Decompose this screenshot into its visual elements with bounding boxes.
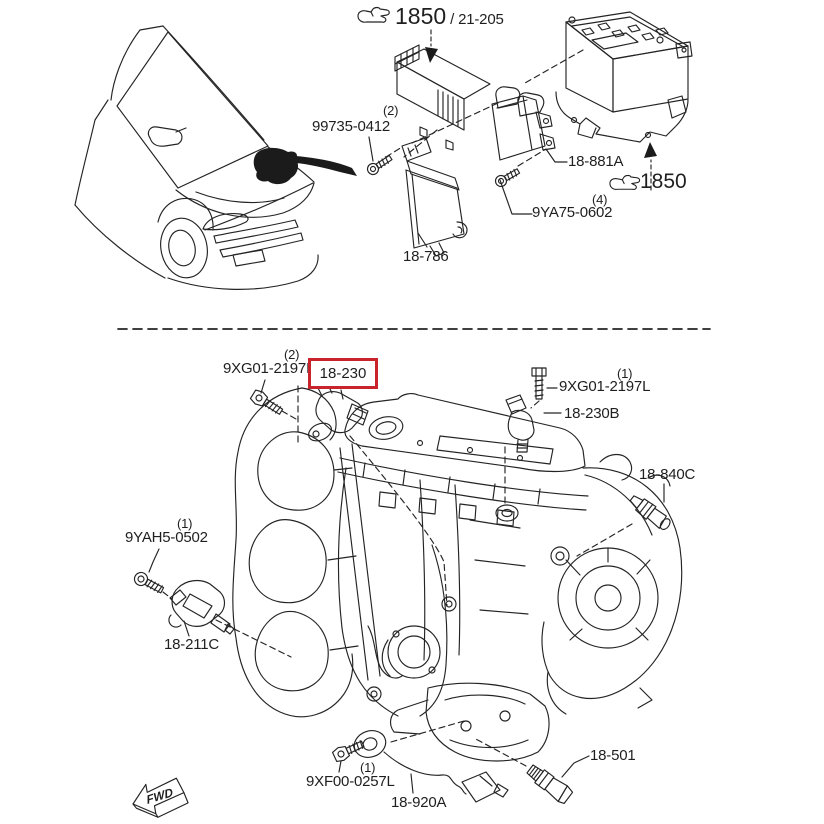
part-code: 1850 bbox=[395, 3, 447, 29]
callout-control-module: 18-881A bbox=[568, 153, 624, 170]
callout-cam-bolt-right: 9XG01-2197L bbox=[559, 378, 651, 395]
callout-cam-sensor-b: 18-230B bbox=[564, 405, 620, 422]
down-arrowhead bbox=[425, 47, 438, 63]
callout-map-sensor: 18-211C bbox=[164, 636, 220, 653]
section-ref: / 21-205 bbox=[450, 11, 504, 28]
bottom-leader-lines bbox=[148, 379, 665, 794]
fwd-arrow-icon bbox=[132, 777, 189, 818]
callout-module-screw: 9YA75-0602 bbox=[532, 204, 613, 221]
callout-knock-bolt: 9XF00-0257L bbox=[306, 773, 395, 790]
screw-9ya75-drawing bbox=[494, 168, 521, 188]
map-bolt-drawing bbox=[133, 571, 165, 594]
engine-assembly-drawing bbox=[232, 387, 683, 762]
cam-bolt-left-drawing bbox=[249, 389, 284, 415]
callout-ecu-bracket: 18-786 bbox=[403, 248, 449, 265]
crank-sensor-drawing bbox=[308, 384, 369, 442]
callout-knock-bolt-qty: (1) bbox=[360, 760, 376, 775]
battery-drawing bbox=[555, 11, 693, 143]
highlighted-part-number: 18-230 bbox=[319, 365, 367, 382]
hand-pointer-icon bbox=[357, 6, 390, 23]
callout-ecu-cover-ref: 1850/ 21-205 bbox=[395, 4, 504, 28]
ecu-bracket-drawing bbox=[401, 137, 468, 257]
callout-cam-bolt-right-qty: (1) bbox=[617, 366, 633, 381]
callout-knock-sensor: 18-920A bbox=[391, 794, 447, 811]
callout-cam-bolt-left-qty: (2) bbox=[284, 347, 300, 362]
hand-pointer-icon-2 bbox=[609, 174, 641, 190]
highlighted-part-callout[interactable]: 18-230 bbox=[308, 358, 378, 389]
screw-99735-drawing bbox=[366, 154, 393, 176]
map-sensor-drawing bbox=[168, 579, 235, 635]
cam-sensor-b-drawing bbox=[505, 394, 535, 453]
location-arrow bbox=[296, 156, 357, 176]
knock-sensor-drawing bbox=[353, 730, 509, 803]
callout-map-bolt-qty: (1) bbox=[177, 516, 193, 531]
callout-module-screw-qty: (4) bbox=[592, 192, 608, 207]
callout-map-bolt: 9YAH5-0502 bbox=[125, 529, 208, 546]
callout-battery-ref: 1850 bbox=[640, 170, 687, 193]
callout-cam-bolt-left: 9XG01-2197L bbox=[223, 360, 315, 377]
top-assembly-lines bbox=[385, 29, 657, 191]
callout-ecu-screw-qty: (2) bbox=[383, 103, 399, 118]
temp-sensor-drawing bbox=[526, 764, 574, 805]
control-module-drawing bbox=[491, 86, 556, 161]
top-leader-lines bbox=[368, 136, 568, 248]
oil-pressure-switch-drawing bbox=[629, 495, 671, 530]
callout-ecu-screw: 99735-0412 bbox=[312, 118, 391, 135]
up-arrowhead bbox=[644, 142, 657, 158]
callout-temp-sensor: 18-501 bbox=[590, 747, 636, 764]
bottom-assembly-lines bbox=[162, 385, 633, 767]
hood-location-marker bbox=[253, 147, 299, 185]
cam-bolt-right-drawing bbox=[531, 367, 547, 400]
ecu-module-drawing bbox=[394, 44, 491, 151]
callout-oil-pressure-switch: 18-840C bbox=[639, 466, 696, 483]
car-drawing bbox=[74, 25, 357, 290]
